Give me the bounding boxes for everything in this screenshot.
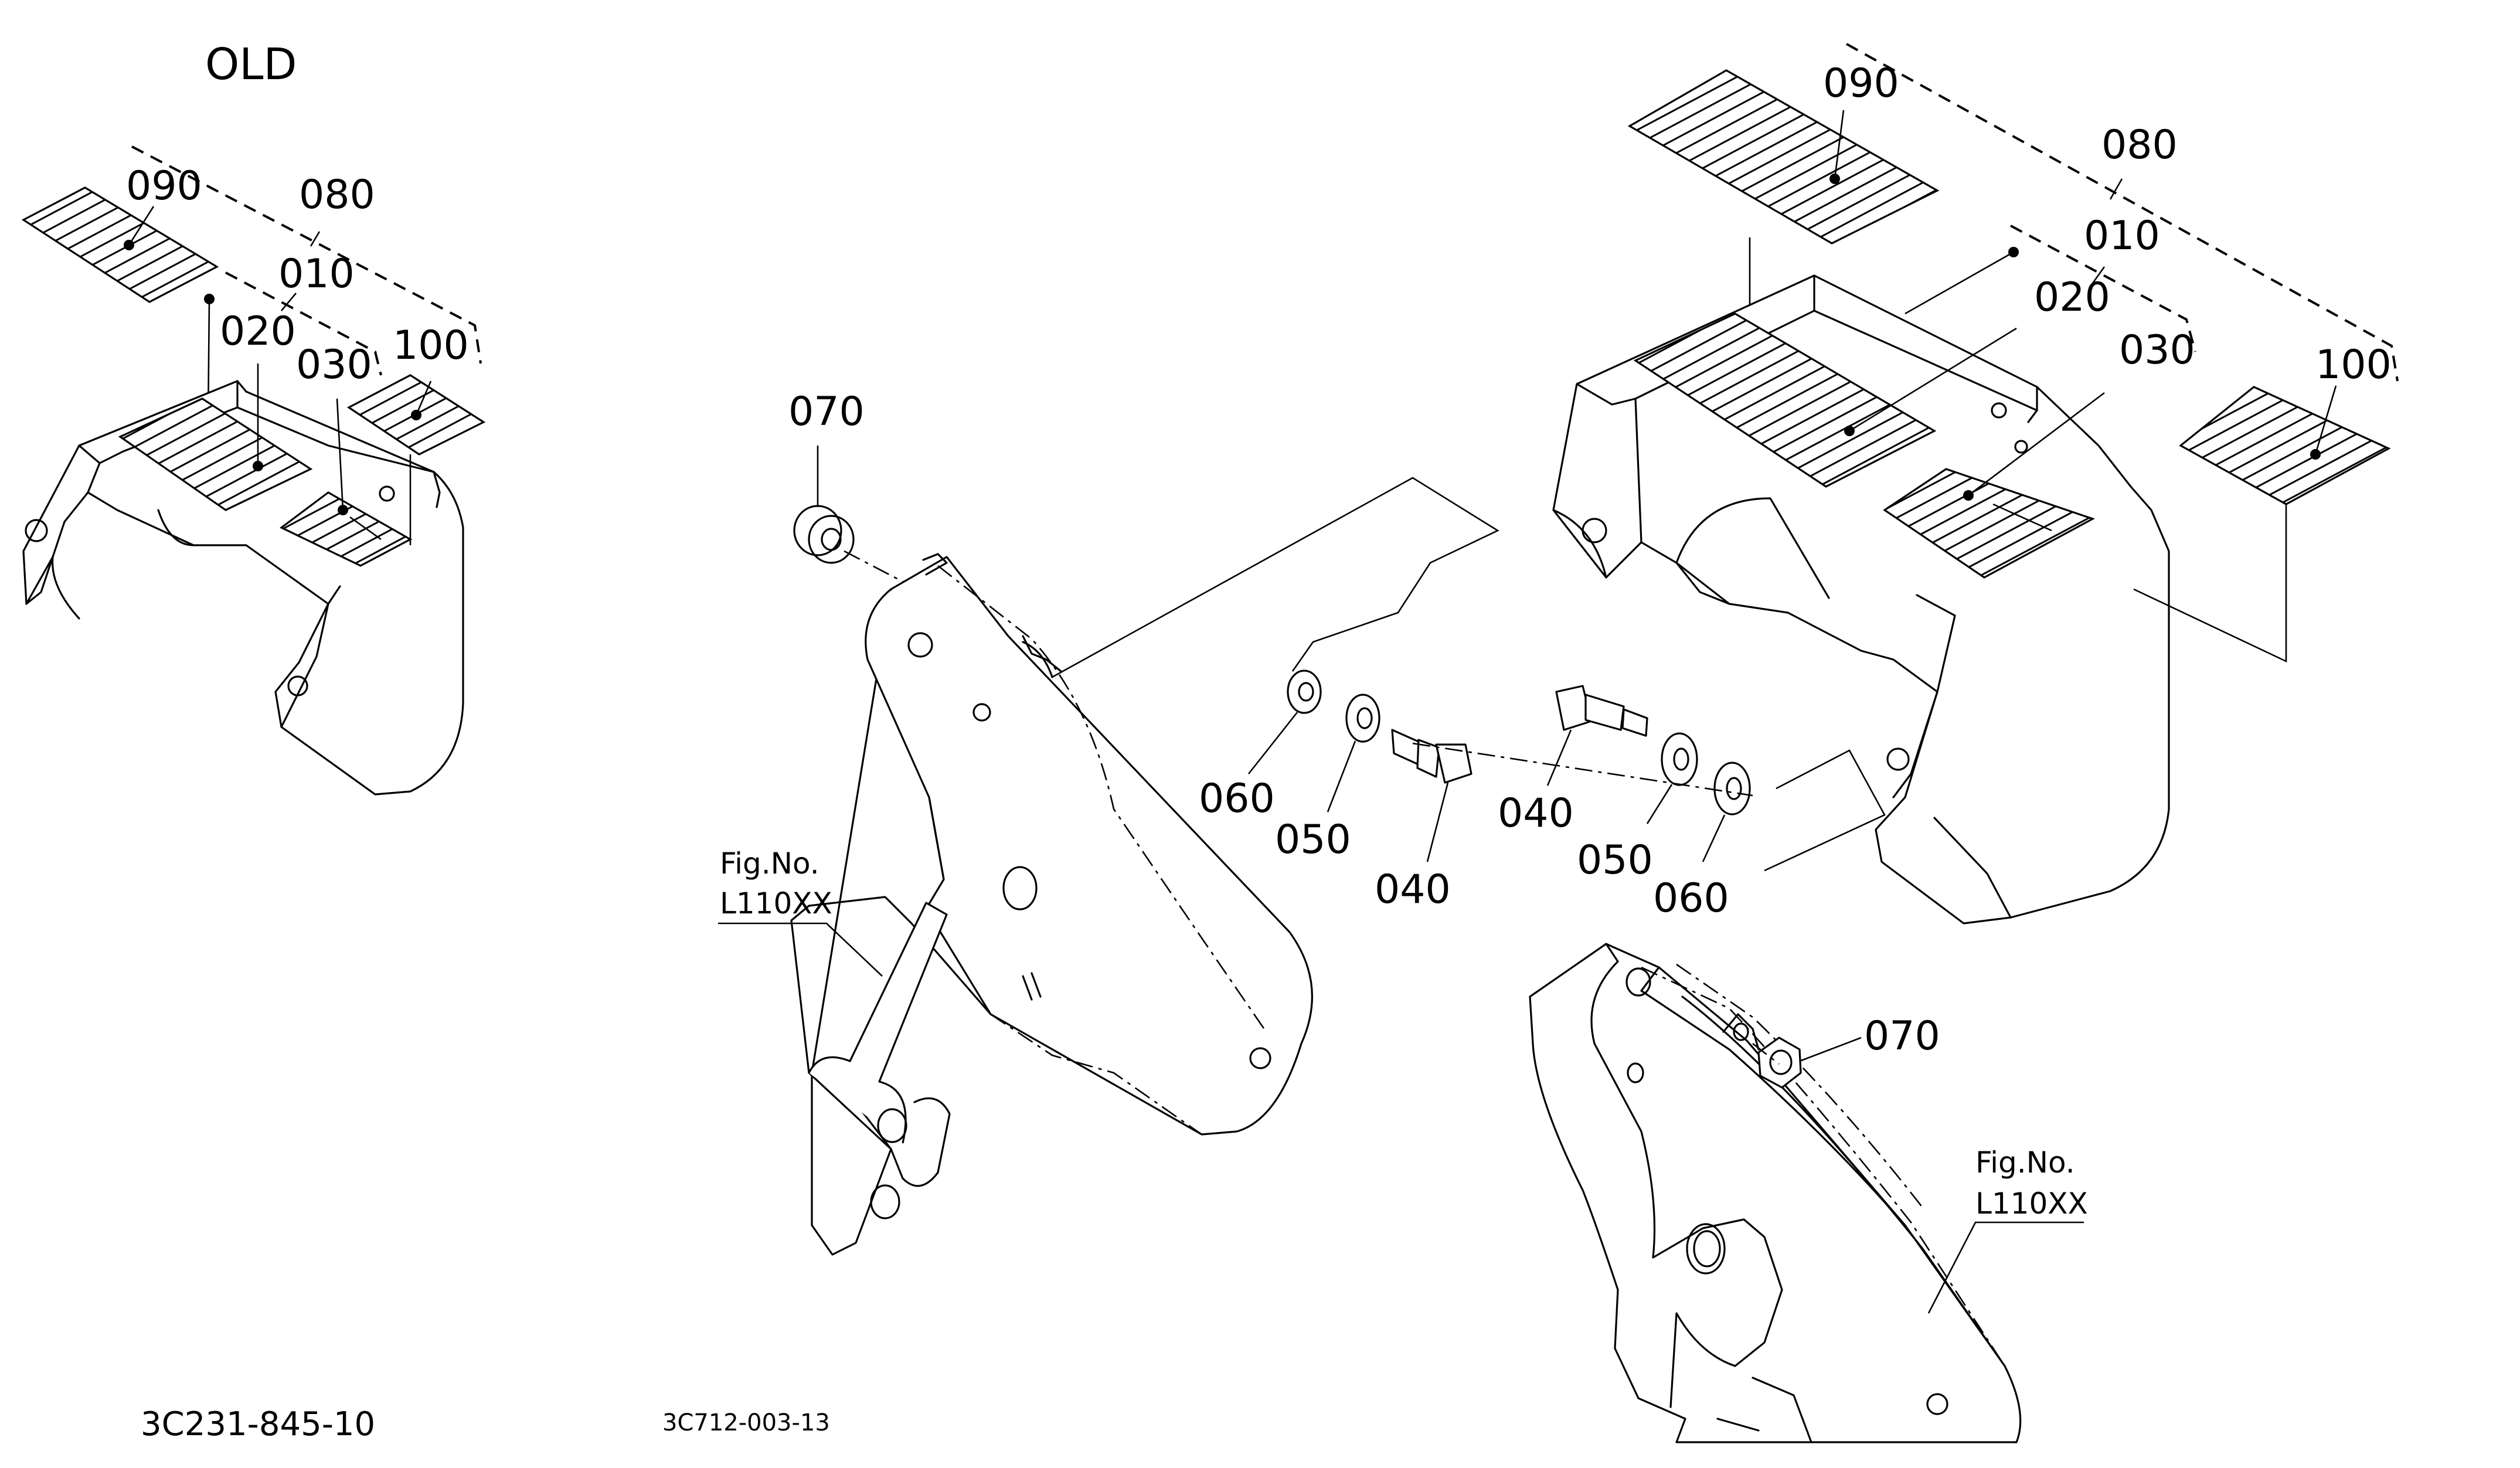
old-label-010: 010	[278, 251, 355, 297]
new-sticker-020	[1633, 312, 1937, 488]
new-cover-body	[1552, 274, 2170, 925]
left-label-060: 060	[1199, 776, 1275, 822]
new-assembly: 080 090 010 020	[1052, 43, 2399, 925]
left-bolt-040	[1391, 729, 1472, 784]
left-label-040: 040	[1375, 866, 1451, 913]
fig-ref-left-title: Fig.No.	[720, 847, 819, 881]
right-mounting-bracket: 070	[1529, 943, 2022, 1443]
right-bracket-plate	[1529, 943, 2022, 1443]
drawing-code-new: 3C712-003-13	[662, 1409, 830, 1436]
fig-ref-left-code: L110XX	[720, 886, 832, 920]
new-sticker-100	[2179, 386, 2391, 505]
new-sticker-030	[1883, 468, 2095, 579]
new-label-090: 090	[1823, 60, 1899, 107]
fig-ref-right-code: L110XX	[1975, 1187, 2088, 1221]
new-label-100: 100	[2315, 342, 2392, 388]
right-label-060: 060	[1653, 875, 1729, 922]
old-cover-body	[22, 380, 464, 796]
left-washer-050	[1345, 694, 1380, 743]
right-label-050: 050	[1577, 837, 1653, 883]
left-nut-070	[793, 505, 855, 564]
old-header: OLD	[205, 39, 297, 90]
old-label-090: 090	[126, 163, 202, 209]
right-washer-060	[1713, 762, 1751, 815]
new-label-030: 030	[2119, 327, 2195, 373]
left-label-070: 070	[788, 389, 865, 435]
right-washer-050	[1661, 732, 1698, 786]
old-label-100: 100	[393, 322, 469, 369]
fig-ref-left: Fig.No. L110XX	[718, 847, 883, 977]
new-label-020: 020	[2034, 274, 2110, 321]
new-label-010: 010	[2084, 213, 2160, 259]
old-label-020: 020	[220, 308, 296, 355]
old-sticker-090	[21, 186, 219, 303]
new-sticker-090	[1627, 69, 1940, 244]
right-bolt-040	[1555, 685, 1648, 737]
left-washer-060	[1287, 670, 1322, 714]
fig-ref-right-title: Fig.No.	[1975, 1146, 2075, 1180]
fig-ref-right: Fig.No. L110XX	[1927, 1146, 2088, 1314]
left-mounting-bracket: 070	[788, 389, 1313, 1256]
left-label-050: 050	[1275, 817, 1351, 863]
drawing-code-old: 3C231-845-10	[141, 1405, 375, 1443]
old-label-030: 030	[296, 342, 372, 388]
right-label-070: 070	[1864, 1013, 1940, 1059]
new-label-080: 080	[2101, 122, 2178, 168]
right-nut-070	[1757, 1037, 1802, 1089]
right-label-040: 040	[1498, 790, 1574, 837]
old-assembly: OLD 090 080 010 020	[21, 39, 486, 796]
old-sticker-020	[118, 397, 313, 511]
old-label-080: 080	[299, 172, 375, 218]
